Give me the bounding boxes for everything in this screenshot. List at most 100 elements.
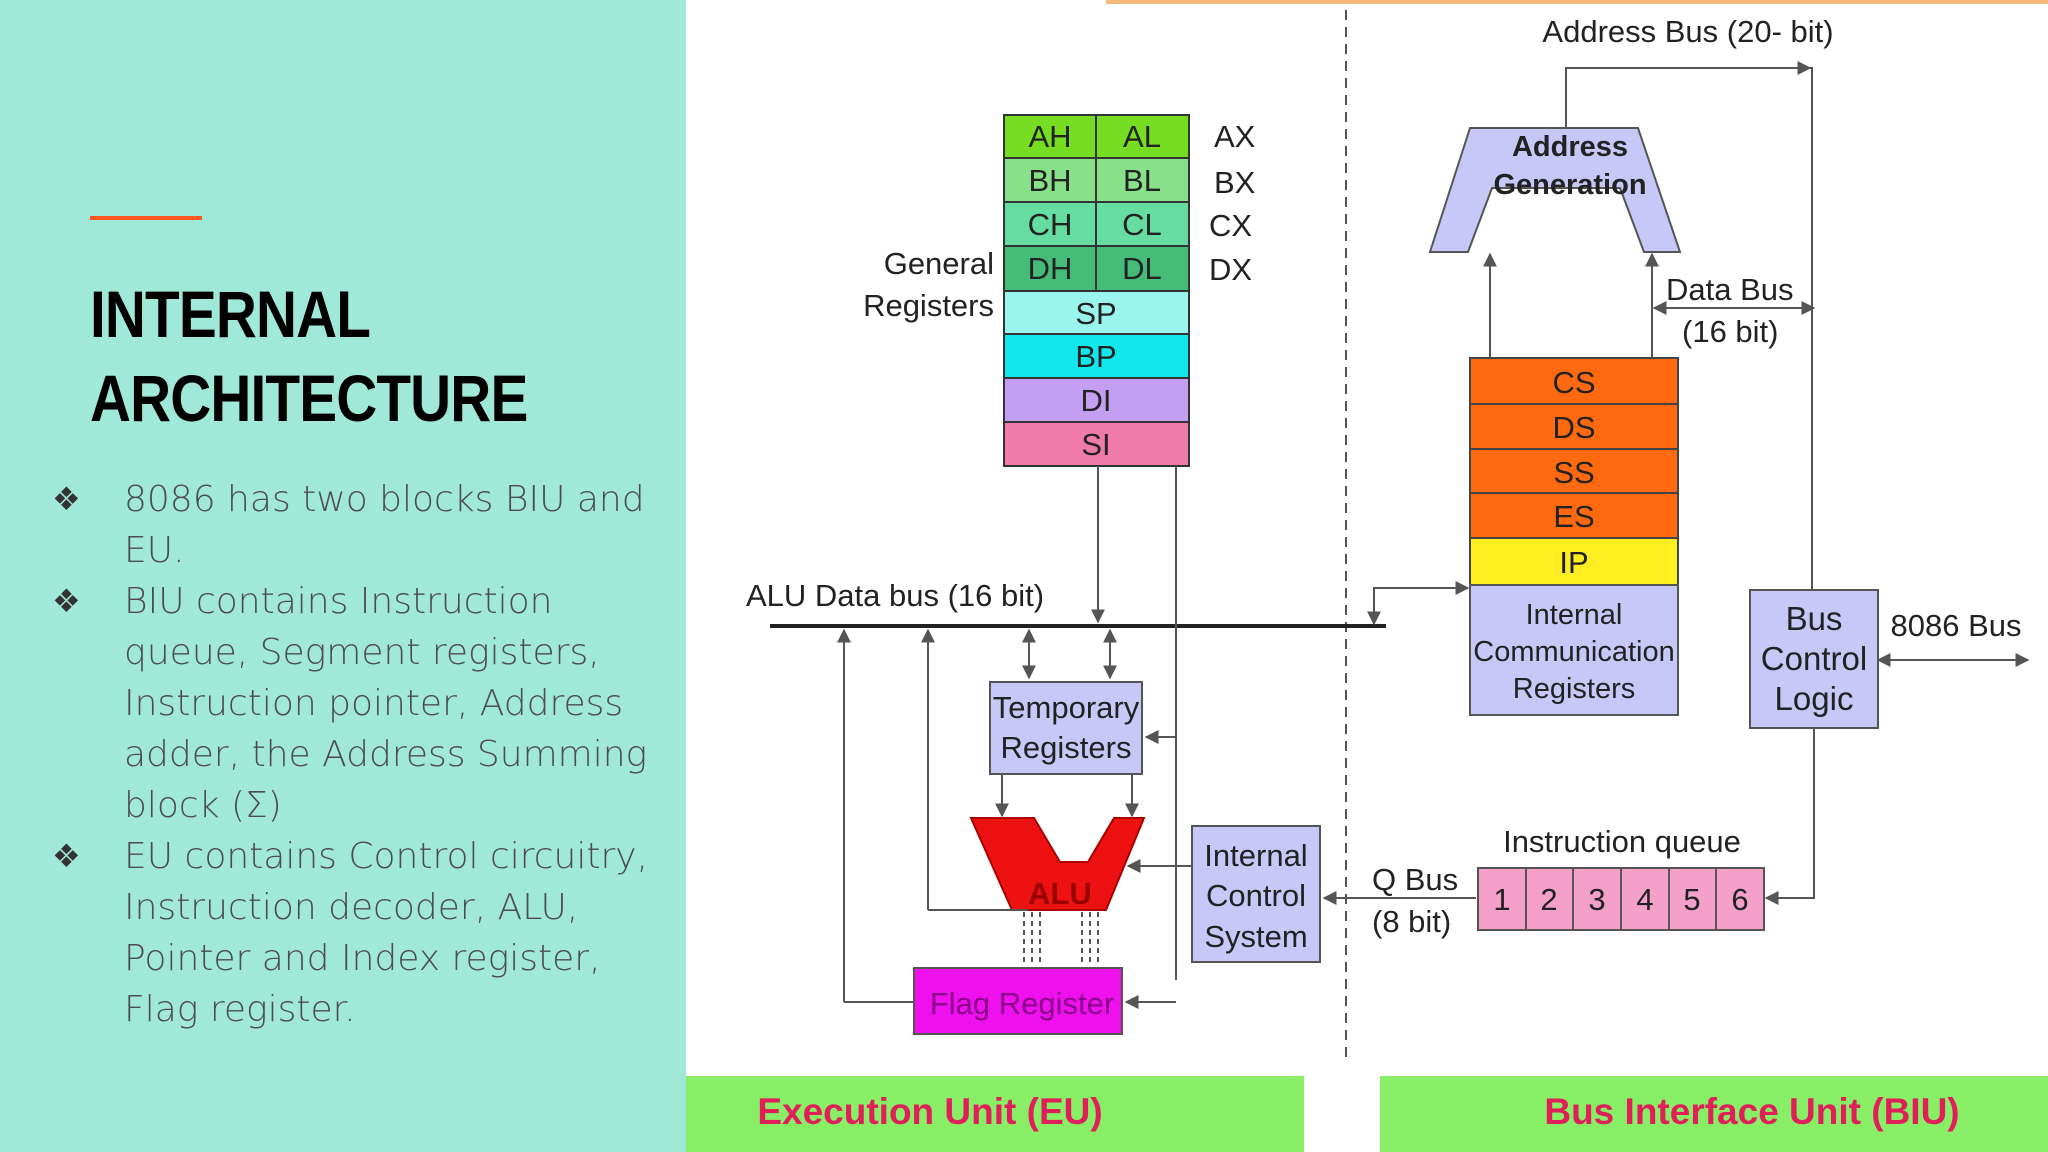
segment-registers [1469, 357, 1679, 586]
queue-slot [1525, 867, 1574, 931]
register-bp [1003, 333, 1190, 379]
q-bus-label-2: (8 bit) [1372, 904, 1451, 939]
internal-comm-label-1: Internal [1526, 599, 1623, 631]
label-al: AL [1123, 119, 1161, 154]
address-generation-label-1: Address [1512, 131, 1628, 163]
q-bus-label-1: Q Bus [1372, 862, 1458, 897]
diamond-cluster-icon: ❖ [52, 480, 81, 518]
bullet-item: ❖ EU contains Control circuitry, Instruct… [52, 831, 662, 1035]
eu-label: Execution Unit (EU) [757, 1091, 1102, 1132]
bullet-item: ❖ 8086 has two blocks BIU and EU. [52, 474, 662, 576]
data-bus-label-1: Data Bus [1666, 272, 1794, 307]
label-dx: DX [1209, 252, 1252, 287]
left-panel: INTERNAL ARCHITECTURE ❖ 8086 has two bloc… [0, 0, 686, 1152]
slide-title: INTERNAL ARCHITECTURE [90, 272, 572, 440]
instruction-queue [1477, 867, 1765, 931]
accent-line [90, 216, 202, 220]
queue-slot [1620, 867, 1670, 931]
queue-slot [1477, 867, 1527, 931]
bullet-text: 8086 has two blocks BIU and EU. [124, 479, 645, 571]
diamond-cluster-icon: ❖ [52, 582, 81, 620]
label-cx: CX [1209, 208, 1252, 243]
internal-control-system [1191, 825, 1321, 963]
internal-comm-label-2: Communication [1473, 636, 1674, 668]
alu-label: ALU [1028, 876, 1092, 911]
label-dh: DH [1028, 251, 1073, 286]
title-line-1: INTERNAL [90, 277, 371, 351]
register-di [1003, 377, 1190, 423]
internal-communication-registers [1469, 584, 1679, 716]
internal-control-label-2: Control [1206, 878, 1306, 913]
label-bx: BX [1214, 165, 1256, 200]
bus-control-logic [1749, 589, 1879, 729]
diamond-cluster-icon: ❖ [52, 837, 81, 875]
label-ss: SS [1553, 455, 1594, 490]
general-registers-label-1: General [884, 246, 994, 281]
address-generation-label-2: Generation [1493, 169, 1646, 201]
label-cs: CS [1552, 365, 1595, 400]
queue-slot-label: 1 [1493, 882, 1510, 917]
instruction-queue-label: Instruction queue [1503, 824, 1741, 859]
bullet-text: EU contains Control circuitry, Instructi… [124, 836, 649, 1030]
register-dl [1095, 245, 1190, 292]
internal-comm-label-3: Registers [1513, 673, 1636, 705]
queue-slot [1715, 867, 1765, 931]
label-bh: BH [1028, 163, 1071, 198]
label-bp: BP [1075, 339, 1116, 374]
bus-control-label-3: Logic [1775, 680, 1854, 717]
queue-slot-label: 5 [1683, 882, 1700, 917]
alu-data-bus-label: ALU Data bus (16 bit) [746, 578, 1044, 613]
bus-control-label-1: Bus [1786, 600, 1843, 637]
queue-slot-label: 2 [1540, 882, 1557, 917]
label-bl: BL [1123, 163, 1161, 198]
label-ch: CH [1028, 207, 1073, 242]
queue-slot-label: 3 [1588, 882, 1605, 917]
register-sp [1003, 290, 1190, 335]
title-line-2: ARCHITECTURE [90, 361, 528, 435]
register-ah [1003, 114, 1097, 159]
biu-bar [1380, 1076, 2048, 1152]
label-sp: SP [1075, 296, 1116, 331]
label-di: DI [1081, 383, 1112, 418]
temporary-registers [989, 681, 1143, 775]
internal-control-label-3: System [1204, 919, 1307, 954]
address-bus-label: Address Bus (20- bit) [1542, 14, 1833, 49]
queue-slot-label: 6 [1731, 882, 1748, 917]
bullet-text: BIU contains Instruction queue, Segment … [124, 581, 648, 826]
temporary-registers-label-1: Temporary [993, 690, 1140, 725]
flag-register-label: Flag Register [930, 986, 1114, 1021]
queue-slot-label: 4 [1636, 882, 1653, 917]
temporary-registers-label-2: Registers [1001, 730, 1132, 765]
general-registers [1003, 114, 1190, 467]
biu-label: Bus Interface Unit (BIU) [1544, 1091, 1959, 1132]
register-ss [1469, 448, 1679, 494]
architecture-diagram: AH AL BH BL CH CL DH DL SP BP DI SI AX B… [686, 0, 2048, 1152]
label-es: ES [1553, 499, 1594, 534]
alu-block [969, 817, 1146, 911]
label-cl: CL [1122, 207, 1162, 242]
queue-slot [1668, 867, 1717, 931]
label-ax: AX [1214, 119, 1256, 154]
label-ip: IP [1559, 545, 1588, 580]
register-al [1095, 114, 1190, 159]
bullet-list: ❖ 8086 has two blocks BIU and EU. ❖ BIU co… [52, 474, 662, 1035]
data-bus-label-2: (16 bit) [1682, 314, 1778, 349]
label-dl: DL [1122, 251, 1162, 286]
top-strip [1106, 0, 2048, 4]
register-ds [1469, 403, 1679, 450]
external-bus-label: 8086 Bus [1891, 608, 2022, 643]
eu-bar [686, 1076, 1304, 1152]
label-ah: AH [1028, 119, 1071, 154]
register-si [1003, 421, 1190, 467]
register-es [1469, 492, 1679, 539]
general-registers-label-2: Registers [863, 288, 994, 323]
register-cl [1095, 201, 1190, 247]
address-generation [1428, 127, 1682, 253]
label-ds: DS [1552, 410, 1595, 445]
flag-register [913, 967, 1123, 1035]
register-bl [1095, 157, 1190, 203]
bullet-item: ❖ BIU contains Instruction queue, Segment… [52, 576, 662, 831]
label-si: SI [1081, 427, 1110, 462]
internal-control-label-1: Internal [1204, 838, 1307, 873]
bus-control-label-2: Control [1761, 640, 1867, 677]
